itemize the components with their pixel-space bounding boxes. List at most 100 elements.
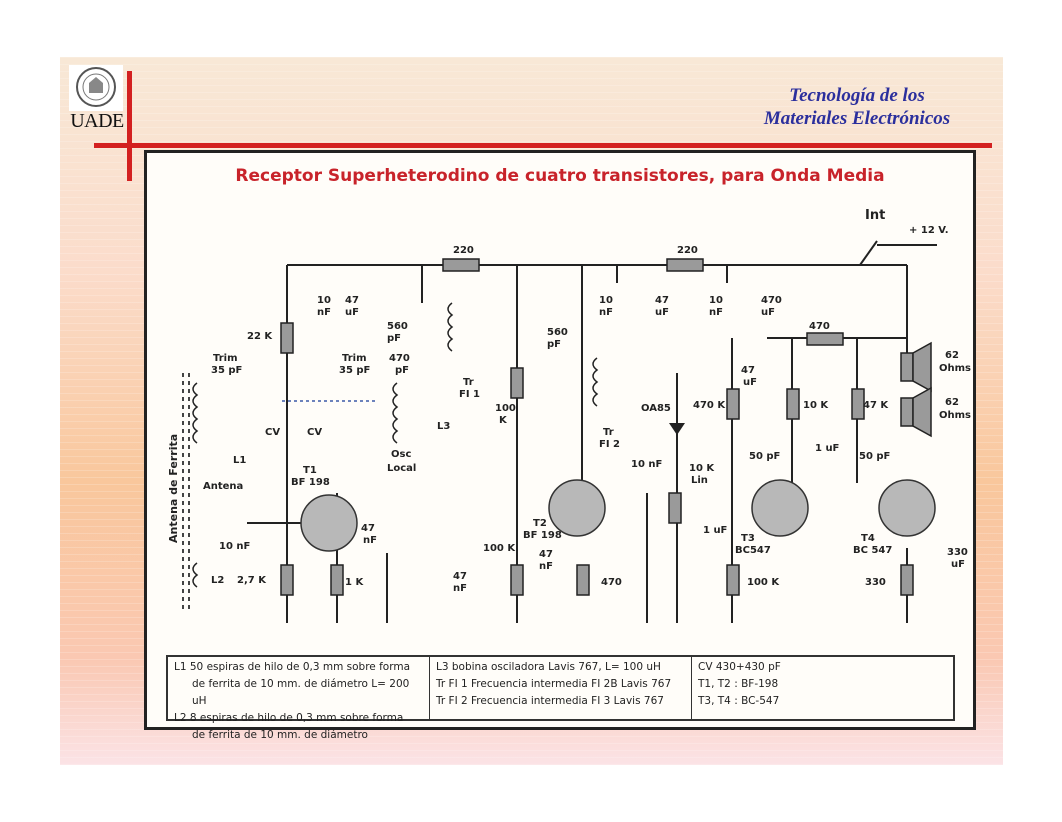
label-t1b: BF 198 (291, 477, 330, 488)
parts-col-2: L3 bobina osciladora Lavis 767, L= 100 u… (430, 657, 692, 719)
label-r47k: 47 K (863, 400, 889, 411)
parts-col2-row: Tr FI 2 Frecuencia intermedia FI 3 Lavis… (436, 695, 664, 707)
label-c1uf-a: 1 uF (815, 443, 839, 454)
label-trfi2b: FI 2 (599, 439, 620, 450)
label-c50pf-b: 50 pF (859, 451, 890, 462)
label-t1: T1 (303, 465, 317, 476)
parts-col1-row: L2 8 espiras de hilo de 0,3 mm sobre for… (174, 712, 404, 724)
label-t3b: BC547 (735, 545, 771, 556)
label-l3: L3 (437, 421, 450, 432)
label-oa85: OA85 (641, 403, 671, 414)
label-c470pf2: pF (395, 365, 409, 376)
parts-col2-row: L3 bobina osciladora Lavis 767, L= 100 u… (436, 661, 661, 673)
label-c47uf-b2: uF (655, 307, 669, 318)
label-supply: + 12 V. (909, 225, 949, 236)
label-c560pf-a: 560 (387, 321, 408, 332)
label-c560pf-a2: pF (387, 333, 401, 344)
label-c10nf-c: 10 (709, 295, 723, 306)
label-c47uf-a2: uF (345, 307, 359, 318)
parts-col1-row: de ferrita de 10 mm. de diámetro (192, 729, 368, 741)
label-cv1: CV (265, 427, 280, 438)
label-r100k-a2: K (499, 415, 508, 426)
label-r22k: 22 K (247, 331, 273, 342)
diagram-title: Receptor Superheterodino de cuatro trans… (235, 166, 885, 186)
label-l2: L2 (211, 575, 224, 586)
label-cv2: CV (307, 427, 322, 438)
label-c47nf-a: 47 (361, 523, 375, 534)
label-t2: T2 (533, 518, 547, 529)
label-c10nf-b2: nF (599, 307, 613, 318)
label-spk1b: Ohms (939, 363, 971, 374)
label-c47nf-b: 47 (453, 571, 467, 582)
label-c10nf-b: 10 (599, 295, 613, 306)
label-trim2: Trim (342, 353, 367, 364)
label-r470b: 470 (601, 577, 622, 588)
label-pot2: Lin (691, 475, 708, 486)
accent-vertical-bar (127, 71, 132, 181)
label-trim2b: 35 pF (339, 365, 370, 376)
label-c47nf-c: 47 (539, 549, 553, 560)
label-c50pf-a: 50 pF (749, 451, 780, 462)
label-r330: 330 (865, 577, 886, 588)
parts-col3-row: T1, T2 : BF-198 (698, 678, 779, 690)
label-t2b: BF 198 (523, 530, 562, 541)
label-c470uf2: uF (761, 307, 775, 318)
diode-icon (669, 423, 685, 435)
label-t4b: BC 547 (853, 545, 892, 556)
accent-horizontal-bar (94, 143, 992, 148)
label-trim1b: 35 pF (211, 365, 242, 376)
label-trim1: Trim (213, 353, 238, 364)
label-antena: Antena (203, 481, 243, 492)
label-c10nf-d: 10 nF (631, 459, 662, 470)
resistors (280, 258, 914, 596)
label-spk2: 62 (945, 397, 959, 408)
label-r220a: 220 (453, 245, 474, 256)
parts-col1-row: de ferrita de 10 mm. de diámetro L= 200 … (192, 678, 410, 707)
label-r10k: 10 K (803, 400, 829, 411)
parts-col1-row: L1 50 espiras de hilo de 0,3 mm sobre fo… (174, 661, 411, 673)
label-c330uf2: uF (951, 559, 965, 570)
speakers (900, 341, 932, 438)
parts-col-1: L1 50 espiras de hilo de 0,3 mm sobre fo… (168, 657, 430, 741)
label-c470pf: 470 (389, 353, 410, 364)
schematic-svg: Int + 12 V. 220 220 10 nF 47 uF 10 nF 47… (167, 208, 971, 623)
label-c47nf-c2: nF (539, 561, 553, 572)
label-ferrite: Antena de Ferrita (167, 434, 180, 543)
label-c47uf-c2: uF (743, 377, 757, 388)
label-c10nf-a2: nF (317, 307, 331, 318)
label-spk2b: Ohms (939, 410, 971, 421)
circuit-diagram: Receptor Superheterodino de cuatro trans… (144, 150, 976, 741)
course-title: Tecnología de los Materiales Electrónico… (667, 84, 967, 130)
label-r100k-a: 100 (495, 403, 516, 414)
logo-text: UADE (70, 110, 124, 132)
label-r100k-b: 100 K (483, 543, 516, 554)
coils (192, 302, 599, 588)
parts-col-3: CV 430+430 pF T1, T2 : BF-198 T3, T4 : B… (692, 657, 812, 719)
label-t4: T4 (861, 533, 875, 544)
label-c47uf-b: 47 (655, 295, 669, 306)
label-c47nf-a2: nF (363, 535, 377, 546)
label-c47nf-b2: nF (453, 583, 467, 594)
university-seal-icon (69, 65, 123, 111)
label-r470k: 470 K (693, 400, 726, 411)
course-title-line1: Tecnología de los (789, 85, 925, 106)
label-c10nf-e: 10 nF (219, 541, 250, 552)
label-r470: 470 (809, 321, 830, 332)
label-c47uf-c: 47 (741, 365, 755, 376)
parts-col3-row: CV 430+430 pF (698, 661, 781, 673)
transistors (300, 479, 936, 552)
label-osc: Osc (391, 449, 411, 460)
label-spk1: 62 (945, 350, 959, 361)
parts-col2-row: Tr FI 1 Frecuencia intermedia FI 2B Lavi… (436, 678, 672, 690)
course-title-line2: Materiales Electrónicos (763, 108, 951, 129)
parts-table: L1 50 espiras de hilo de 0,3 mm sobre fo… (166, 655, 955, 741)
label-trfi1: Tr (463, 377, 474, 388)
label-c560pf-b: 560 (547, 327, 568, 338)
label-c470uf: 470 (761, 295, 782, 306)
label-c10nf-c2: nF (709, 307, 723, 318)
label-pot: 10 K (689, 463, 715, 474)
label-trfi1b: FI 1 (459, 389, 480, 400)
label-r1k: 1 K (345, 577, 364, 588)
label-c1uf-b: 1 uF (703, 525, 727, 536)
label-t3: T3 (741, 533, 755, 544)
